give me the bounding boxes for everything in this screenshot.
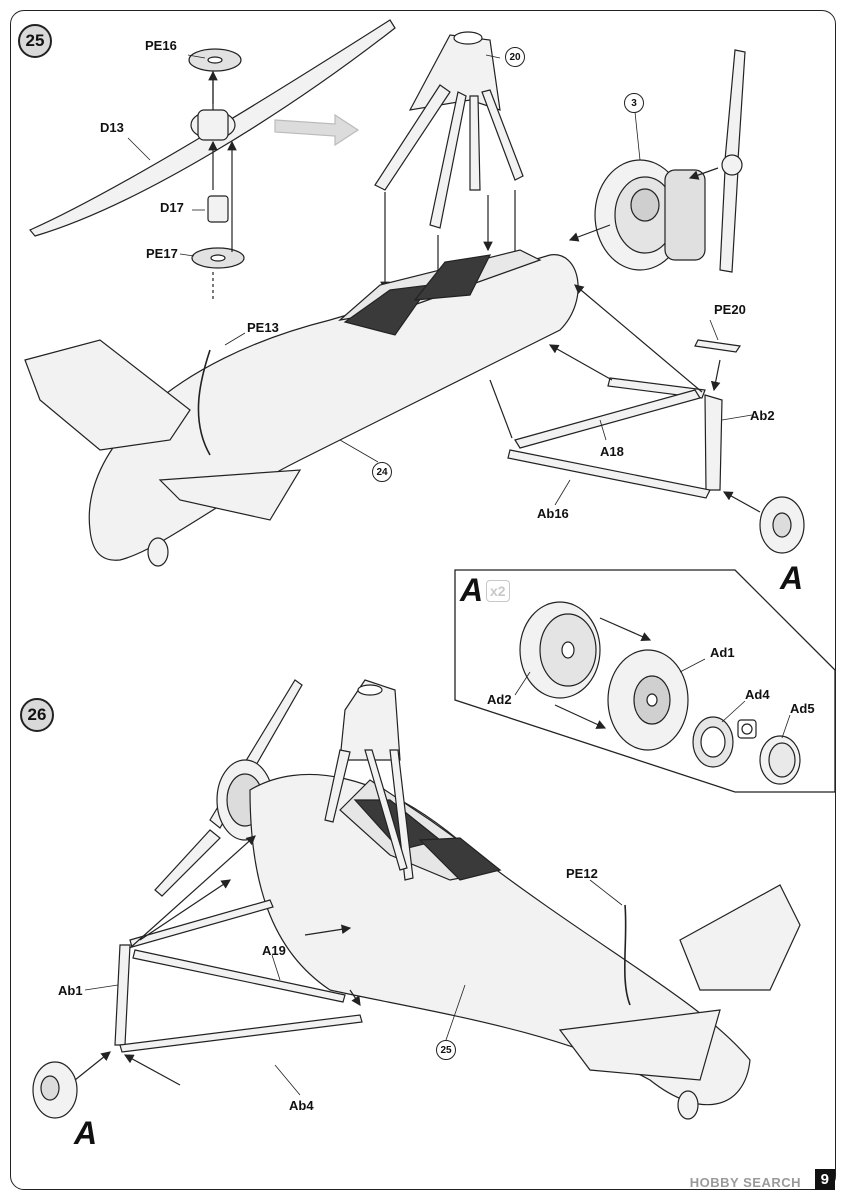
- page-frame: [10, 10, 836, 1190]
- photoetch-pe16: [188, 48, 242, 72]
- wheel-subassembly-quantity: x2: [486, 580, 510, 602]
- propeller: [719, 49, 746, 273]
- landing-gear-step26: [114, 899, 363, 1053]
- photoetch-pe20: [694, 339, 742, 353]
- label-ab16: Ab16: [537, 506, 569, 521]
- label-a18: A18: [600, 444, 624, 459]
- tail-wheel-step26: [677, 1090, 699, 1120]
- photoetch-pe17: [191, 247, 245, 269]
- label-a19: A19: [262, 943, 286, 958]
- radial-engine-3: [594, 159, 706, 271]
- label-ab1: Ab1: [58, 983, 83, 998]
- label-ad1: Ad1: [710, 645, 735, 660]
- watermark: HOBBY SEARCH: [689, 1175, 801, 1190]
- label-ab2: Ab2: [750, 408, 775, 423]
- subassembly-ref-step25: A: [780, 560, 804, 596]
- label-ad2: Ad2: [487, 692, 512, 707]
- label-pe16: PE16: [145, 38, 177, 53]
- label-d17: D17: [160, 200, 184, 215]
- label-d13: D13: [100, 120, 124, 135]
- callout-fuselage: 24: [372, 462, 392, 482]
- tyre-ad1: [607, 649, 689, 751]
- main-wheel-step26: [32, 1061, 78, 1119]
- subassembly-ref-step26: A: [74, 1115, 98, 1151]
- label-pe12: PE12: [566, 866, 598, 881]
- wheel-subassembly-letter: A: [460, 572, 484, 608]
- tailplane: [24, 339, 302, 521]
- rotor-pylon-20: [374, 31, 524, 229]
- step-number-26: 26: [20, 698, 54, 732]
- callout-fuselage-step26: 25: [436, 1040, 456, 1060]
- tailplane-step26: [558, 884, 801, 1081]
- wheel-subassembly-box: [454, 569, 836, 793]
- callout-engine: 3: [624, 93, 644, 113]
- photoetch-pe13: [197, 349, 211, 456]
- photoetch-pe12: [623, 904, 631, 1006]
- wheel-hub-ad2: [519, 601, 601, 699]
- callout-rotor-pylon: 20: [505, 47, 525, 67]
- main-wheel-step25: [759, 496, 805, 554]
- label-pe17: PE17: [146, 246, 178, 261]
- part-d17: [207, 195, 229, 223]
- page-number: 9: [814, 1169, 835, 1190]
- photoetch-mark-icon: [737, 719, 757, 739]
- rotor-hub: [190, 60, 236, 141]
- landing-gear-step25: [507, 339, 742, 499]
- shaded-direction-arrow: [274, 113, 360, 147]
- label-pe13: PE13: [247, 320, 279, 335]
- label-ad5: Ad5: [790, 701, 815, 716]
- step-number-25: 25: [18, 24, 52, 58]
- label-ad4: Ad4: [745, 687, 770, 702]
- rotor-blade-d13: [29, 19, 396, 237]
- label-pe20: PE20: [714, 302, 746, 317]
- tail-wheel: [147, 537, 169, 567]
- label-ab4: Ab4: [289, 1098, 314, 1113]
- brake-ring-ad4: [692, 716, 734, 768]
- hub-cap-ad5: [759, 735, 801, 785]
- rotor-pylon-step26: [324, 679, 414, 881]
